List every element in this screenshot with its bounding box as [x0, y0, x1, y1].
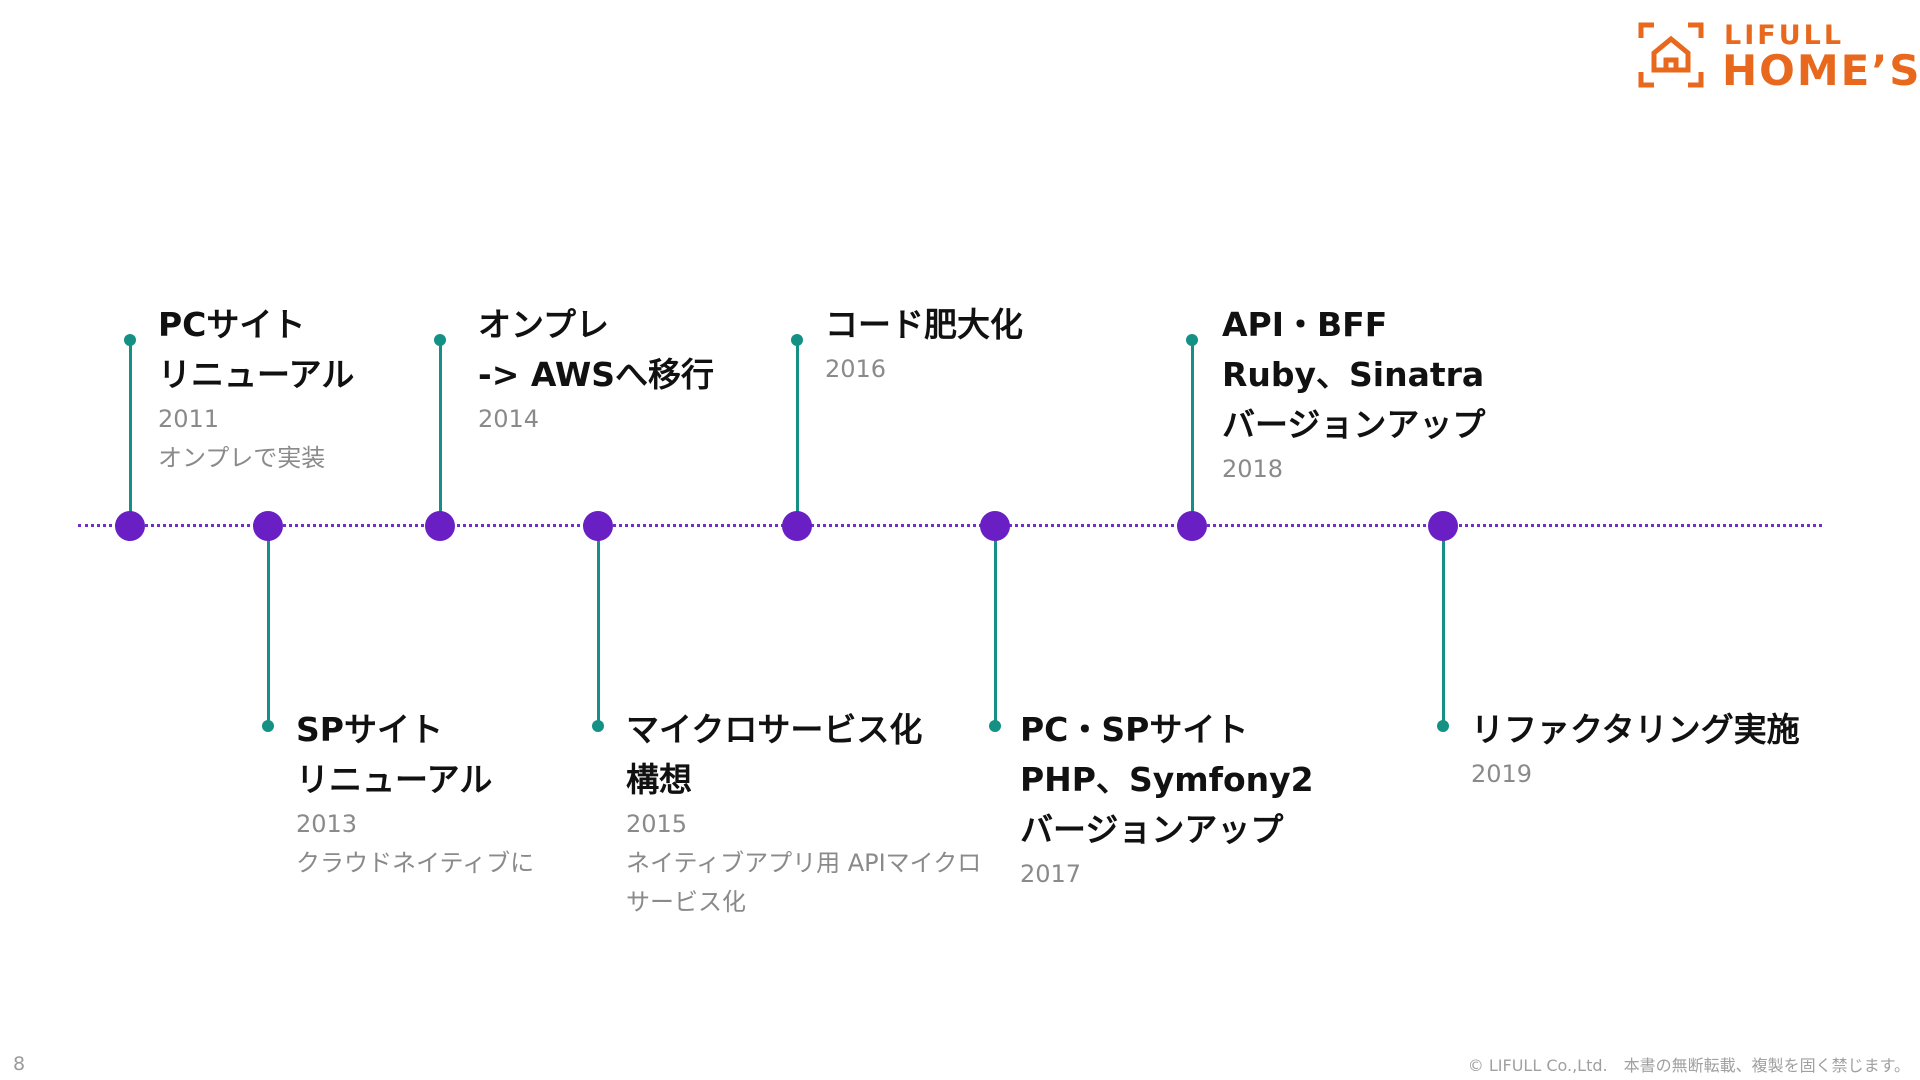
event-title-line: リファクタリング実施 [1471, 710, 1800, 749]
event-year: 2018 [1222, 455, 1284, 483]
copyright-footer: © LIFULL Co.,Ltd. 本書の無断転載、複製を固く禁じます。 [1467, 1056, 1910, 1075]
event-note: クラウドネイティブに [296, 849, 535, 877]
event-title-line: SPサイト [296, 710, 443, 749]
event-connector-dot [1186, 334, 1198, 346]
timeline-node [1428, 511, 1458, 541]
event-title-line: Ruby、Sinatra [1222, 355, 1485, 394]
event-label: オンプレ -> AWSへ移行 2014 [478, 300, 714, 439]
logo-text-lifull: LIFULL [1724, 20, 1845, 51]
event-label: コード肥大化 2016 [825, 300, 1023, 389]
event-connector-dot [434, 334, 446, 346]
timeline-node [980, 511, 1010, 541]
event-title-line: API・BFF [1222, 305, 1388, 344]
event-year: 2017 [1020, 860, 1082, 888]
house-frame-icon [1638, 22, 1704, 88]
event-connector-dot [592, 720, 604, 732]
event-year: 2011 [158, 405, 220, 433]
event-label: PC・SPサイト PHP、Symfony2 バージョンアップ 2017 [1020, 705, 1314, 894]
lifull-homes-logo: LIFULL HOME’S [1638, 20, 1920, 92]
event-title-line: PHP、Symfony2 [1020, 760, 1314, 799]
event-title-line: 構想 [626, 760, 692, 799]
event-connector [128, 340, 132, 526]
event-connector [1190, 340, 1194, 526]
event-label: リファクタリング実施 2019 [1471, 705, 1800, 794]
event-title-line: リニューアル [158, 355, 355, 394]
event-title-line: PC・SPサイト [1020, 710, 1249, 749]
timeline-axis [78, 524, 1822, 527]
event-title-line: バージョンアップ [1222, 405, 1486, 444]
timeline-node [115, 511, 145, 541]
timeline-node [1177, 511, 1207, 541]
event-title-line: コード肥大化 [825, 305, 1023, 344]
page-number: 8 [13, 1053, 26, 1075]
event-title-line: バージョンアップ [1020, 810, 1284, 849]
event-year: 2019 [1471, 760, 1533, 788]
event-note: ネイティブアプリ用 APIマイクロ [626, 849, 982, 877]
event-note: オンプレで実装 [158, 444, 326, 472]
timeline-node [425, 511, 455, 541]
logo-text-homes: HOME’S [1722, 46, 1920, 95]
event-title-line: リニューアル [296, 760, 493, 799]
event-connector-dot [989, 720, 1001, 732]
event-connector [1441, 526, 1445, 726]
event-connector [596, 526, 600, 726]
event-connector [438, 340, 442, 526]
event-label: SPサイト リニューアル 2013 クラウドネイティブに [296, 705, 534, 883]
event-year: 2015 [626, 810, 688, 838]
event-note: サービス化 [626, 888, 746, 916]
event-connector [266, 526, 270, 726]
event-title-line: マイクロサービス化 [626, 710, 923, 749]
timeline-node [253, 511, 283, 541]
event-connector-dot [1437, 720, 1449, 732]
event-title-line: オンプレ [478, 305, 610, 344]
event-year: 2013 [296, 810, 358, 838]
event-connector-dot [791, 334, 803, 346]
event-connector-dot [262, 720, 274, 732]
event-label: API・BFF Ruby、Sinatra バージョンアップ 2018 [1222, 300, 1485, 489]
event-title-line: -> AWSへ移行 [478, 355, 715, 394]
event-label: PCサイト リニューアル 2011 オンプレで実装 [158, 300, 354, 478]
event-connector [795, 340, 799, 526]
event-label: マイクロサービス化 構想 2015 ネイティブアプリ用 APIマイクロ サービス… [626, 705, 981, 922]
event-connector [993, 526, 997, 726]
event-year: 2016 [825, 355, 887, 383]
timeline-node [583, 511, 613, 541]
event-year: 2014 [478, 405, 540, 433]
timeline-node [782, 511, 812, 541]
event-title-line: PCサイト [158, 305, 306, 344]
event-connector-dot [124, 334, 136, 346]
